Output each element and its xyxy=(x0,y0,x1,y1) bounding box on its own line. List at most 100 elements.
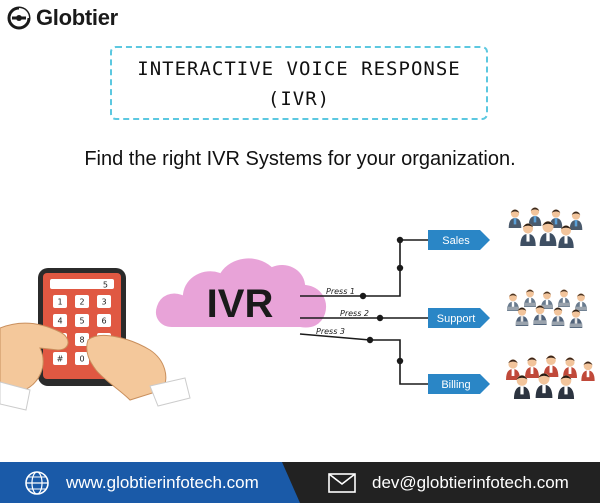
phone-display xyxy=(50,279,114,289)
dot xyxy=(396,264,404,272)
person-hair xyxy=(508,359,518,363)
dot xyxy=(396,236,404,244)
person-shirt xyxy=(542,384,546,394)
person-hair xyxy=(517,307,527,311)
connector-dots xyxy=(359,236,404,365)
person-shirt xyxy=(574,318,578,325)
dept-tag-sales: Sales xyxy=(428,230,490,250)
person-desk xyxy=(541,304,553,309)
title-line-1: INTERACTIVE VOICE RESPONSE xyxy=(137,58,461,80)
person-shirt xyxy=(586,370,590,378)
keypad-key-label: 6 xyxy=(101,317,106,326)
hands-illustration xyxy=(0,322,191,411)
dept-tag-support: Support xyxy=(428,308,490,328)
person-shirt xyxy=(549,365,553,373)
person-shirt xyxy=(511,369,515,376)
person-shirt xyxy=(520,386,524,395)
email-link[interactable]: dev@globtierinfotech.com xyxy=(372,472,569,492)
brand-name: Globtier xyxy=(36,5,118,30)
person-hair xyxy=(560,225,572,230)
person-hair xyxy=(583,361,593,365)
keypad-key[interactable] xyxy=(75,333,89,346)
support-team-illustration xyxy=(507,289,587,328)
person-hair xyxy=(571,211,581,215)
press-label-1: Press 1 xyxy=(326,287,355,296)
person-hair xyxy=(559,289,569,293)
dept-label-sales: Sales xyxy=(442,235,470,247)
person-hair xyxy=(560,375,572,380)
dot xyxy=(396,357,404,365)
keypad-key-label: 8 xyxy=(79,336,84,345)
person-hair xyxy=(508,293,518,297)
person-desk xyxy=(507,306,519,311)
footer-website[interactable]: www.globtierinfotech.com xyxy=(0,462,300,503)
keypad-key-label: 0 xyxy=(79,355,84,364)
person-shirt xyxy=(511,301,515,308)
person-hair xyxy=(545,355,557,360)
person-desk xyxy=(558,302,570,307)
keypad-key[interactable] xyxy=(53,295,67,308)
keypad-key[interactable] xyxy=(53,352,67,365)
cloud-label: IVR xyxy=(207,282,274,326)
person-shirt xyxy=(533,216,537,223)
footer: www.globtierinfotech.com dev@globtierinf… xyxy=(0,462,600,503)
person-shirt xyxy=(520,316,524,323)
person-desk xyxy=(533,320,547,325)
line-sales xyxy=(300,239,428,297)
person-shirt xyxy=(554,218,558,225)
title-line-2: (IVR) xyxy=(267,88,331,110)
person-shirt xyxy=(545,299,549,306)
person-hair xyxy=(530,207,540,211)
person-shirt xyxy=(562,297,566,304)
subtitle: Find the right IVR Systems for your orga… xyxy=(84,148,516,170)
globe-icon xyxy=(25,470,49,495)
person-desk xyxy=(569,323,583,328)
keypad-key[interactable] xyxy=(53,314,67,327)
keypad-key[interactable] xyxy=(75,352,89,365)
person-shirt xyxy=(528,297,532,304)
person-shirt xyxy=(538,314,542,322)
website-link[interactable]: www.globtierinfotech.com xyxy=(66,472,259,492)
dot xyxy=(376,314,384,322)
person-hair xyxy=(542,221,554,226)
sales-team-illustration xyxy=(508,207,583,248)
keypad-key[interactable] xyxy=(75,295,89,308)
person-desk xyxy=(551,321,565,326)
person-hair xyxy=(576,293,586,297)
billing-team-illustration xyxy=(506,355,595,399)
ivr-cloud: IVR xyxy=(154,256,328,330)
dot xyxy=(366,336,374,344)
press-label-2: Press 2 xyxy=(340,309,369,318)
person-shirt xyxy=(556,316,560,323)
person-desk xyxy=(515,321,529,326)
brand-logo[interactable]: Globtier xyxy=(6,4,118,32)
person-shirt xyxy=(574,220,578,227)
globtier-logo-icon xyxy=(7,6,31,30)
keypad-key-label: 1 xyxy=(57,298,62,307)
person-hair xyxy=(553,307,563,311)
keypad-key[interactable] xyxy=(97,314,111,327)
keypad-key-label: 4 xyxy=(57,317,62,326)
envelope-icon xyxy=(328,472,356,493)
person-hair xyxy=(542,291,552,295)
person-hair xyxy=(527,357,537,361)
person-shirt xyxy=(564,235,568,244)
keypad-key[interactable] xyxy=(97,295,111,308)
dot xyxy=(359,292,367,300)
keypad-key-label: 5 xyxy=(79,317,84,326)
line-billing xyxy=(299,333,428,385)
person-hair xyxy=(565,357,575,361)
person-shirt xyxy=(568,367,572,374)
left-sleeve xyxy=(0,381,31,411)
keypad-key[interactable] xyxy=(75,314,89,327)
right-sleeve xyxy=(149,377,191,407)
dept-label-support: Support xyxy=(437,313,476,325)
person-shirt xyxy=(579,301,583,308)
left-hand xyxy=(0,322,69,397)
footer-email[interactable]: dev@globtierinfotech.com xyxy=(282,462,600,503)
person-shirt xyxy=(513,218,517,225)
person-hair xyxy=(525,289,535,293)
person-hair xyxy=(522,223,534,228)
phone-display-value: 5 xyxy=(103,281,108,290)
person-hair xyxy=(535,305,545,309)
